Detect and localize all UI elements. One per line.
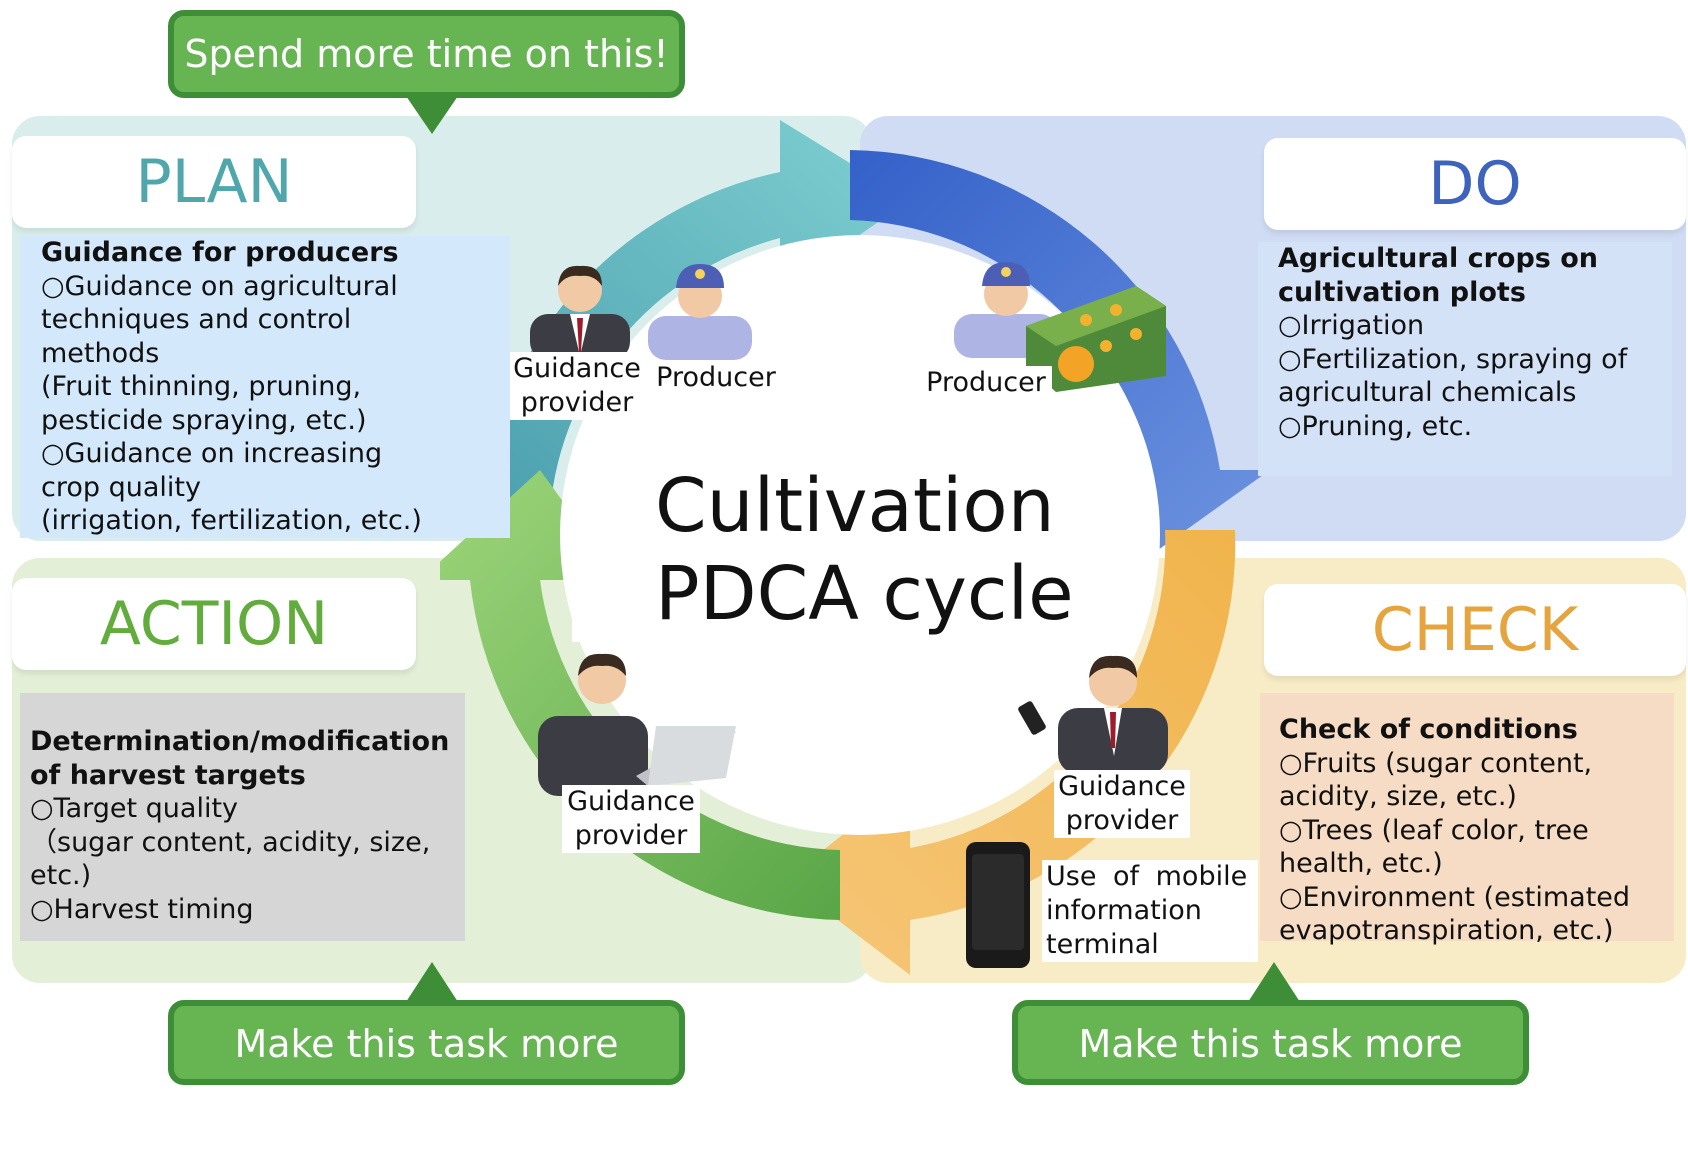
- plan-arrow: [480, 120, 910, 510]
- do-heading: cultivation plots: [1278, 276, 1526, 308]
- action-line: （sugar content, acidity, size,: [30, 826, 431, 858]
- do-producer-label: Producer: [920, 366, 1052, 400]
- guidance-provider-laptop-icon: [538, 653, 736, 796]
- plan-description: Guidance for producers ○Guidance on agri…: [20, 236, 510, 538]
- do-line: ○Irrigation: [1278, 310, 1425, 341]
- spend-more-time-callout: Spend more time on this!: [168, 10, 685, 98]
- efficiency-callout-check: Make this task more efficient!: [1012, 1000, 1529, 1142]
- guidance-provider-phone-icon: [1018, 655, 1168, 774]
- label-line: Guidance: [567, 786, 695, 817]
- do-line: agricultural chemicals: [1278, 377, 1577, 408]
- label-line: Guidance: [513, 353, 641, 384]
- label-line: provider: [574, 820, 688, 851]
- action-line: ○Target quality: [30, 793, 239, 824]
- plan-heading: Guidance for producers: [41, 237, 399, 268]
- plan-header: PLAN: [12, 136, 416, 228]
- plan-producer-label: Producer: [650, 361, 782, 395]
- label-line: information: [1046, 895, 1202, 926]
- check-description: Check of conditions ○Fruits (sugar conte…: [1260, 693, 1674, 946]
- efficiency-callout-action: Make this task more efficient!: [168, 1000, 685, 1142]
- mobile-phone-icon: [966, 842, 1030, 968]
- label-line: terminal: [1046, 929, 1159, 960]
- plan-line: pesticide spraying, etc.): [41, 404, 367, 436]
- do-arrow: [850, 150, 1270, 570]
- plan-line: ○Guidance on agricultural: [41, 270, 398, 302]
- action-header: ACTION: [12, 578, 416, 670]
- label-line: provider: [520, 387, 634, 418]
- action-description: Determination/modification of harvest ta…: [20, 693, 465, 941]
- center-title-line: PDCA cycle: [655, 551, 1074, 637]
- check-guidance-label: Guidance provider: [1054, 770, 1190, 838]
- do-line: ○Pruning, etc.: [1278, 410, 1473, 442]
- do-line: ○Fertilization, spraying of: [1278, 343, 1628, 375]
- center-title-backdrop: [572, 462, 1120, 642]
- producer-figure-icon: [648, 264, 752, 360]
- check-line: acidity, size, etc.): [1279, 781, 1517, 812]
- plan-line: methods: [41, 337, 160, 369]
- check-arrow: [785, 530, 1236, 975]
- label-line: Use of mobile: [1046, 861, 1248, 892]
- plan-line: (irrigation, fertilization, etc.): [41, 505, 422, 536]
- do-description: Agricultural crops on cultivation plots …: [1258, 242, 1672, 476]
- action-arrow: [440, 470, 840, 920]
- crop-field-icon: [1026, 286, 1166, 392]
- mobile-terminal-label: Use of mobile information terminal: [1042, 860, 1258, 962]
- label-line: provider: [1065, 805, 1179, 836]
- plan-line: techniques and control: [41, 304, 352, 335]
- callout-pointer-up: [406, 962, 458, 1002]
- center-title: Cultivation PDCA cycle: [655, 462, 1074, 638]
- action-guidance-label: Guidance provider: [562, 785, 700, 853]
- center-title-line: Cultivation: [655, 463, 1055, 549]
- action-line: etc.): [30, 860, 92, 891]
- callout-pointer-up: [1248, 962, 1300, 1002]
- check-line: ○Trees (leaf color, tree: [1279, 814, 1589, 846]
- label-line: Guidance: [1058, 771, 1186, 802]
- plan-line: crop quality: [41, 471, 201, 503]
- check-line: evapotranspiration, etc.): [1279, 915, 1614, 946]
- check-line: health, etc.): [1279, 848, 1443, 879]
- plan-guidance-label: Guidance provider: [510, 352, 644, 420]
- action-heading: of harvest targets: [30, 759, 306, 791]
- do-heading: Agricultural crops on: [1278, 243, 1599, 274]
- action-line: ○Harvest timing: [30, 893, 254, 925]
- do-header: DO: [1264, 138, 1686, 230]
- check-line: ○Environment (estimated: [1279, 881, 1631, 913]
- plan-line: ○Guidance on increasing: [41, 438, 383, 469]
- check-heading: Check of conditions: [1279, 714, 1578, 745]
- callout-pointer-down: [406, 96, 458, 134]
- action-heading: Determination/modification: [30, 726, 450, 757]
- guidance-provider-figure-icon: [530, 265, 630, 360]
- plan-line: (Fruit thinning, pruning,: [41, 371, 362, 402]
- check-header: CHECK: [1264, 584, 1686, 676]
- check-line: ○Fruits (sugar content,: [1279, 747, 1593, 779]
